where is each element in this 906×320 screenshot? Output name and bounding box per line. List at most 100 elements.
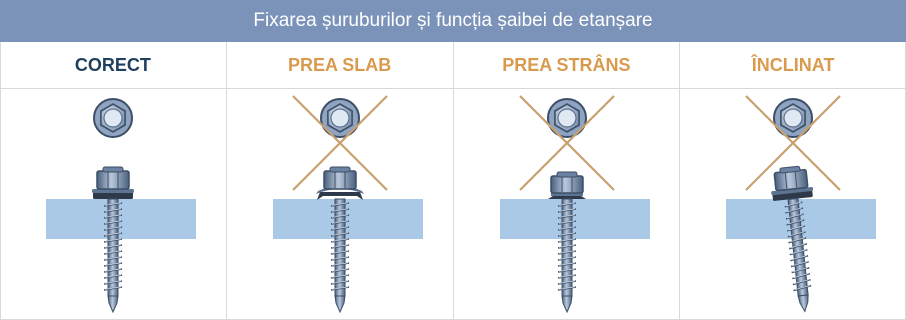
- head-center: [103, 108, 123, 128]
- thread-highlight: [790, 243, 807, 249]
- head-cap: [556, 171, 577, 178]
- thread-highlight: [558, 280, 575, 284]
- head-center: [330, 108, 350, 128]
- thread-highlight: [558, 238, 575, 242]
- drill-tip: [560, 295, 573, 314]
- col-label-tilted: ÎNCLINAT: [751, 54, 835, 75]
- thread-highlight: [331, 250, 348, 254]
- thread-highlight: [104, 244, 122, 248]
- roof-panel: [46, 199, 196, 239]
- roof-panel: [499, 199, 650, 239]
- thread-highlight: [558, 256, 575, 260]
- thread-highlight: [785, 201, 802, 207]
- thread-highlight: [792, 267, 809, 273]
- thread-highlight: [104, 220, 122, 224]
- screw-side-view: [547, 171, 586, 314]
- col-label-too-loose: PREA SLAB: [227, 42, 454, 88]
- illustration-too-tight: [454, 88, 681, 320]
- header-row: CORECT PREA SLAB PREA STRÂNS ÎNCLINAT: [0, 42, 906, 89]
- thread-highlight: [331, 286, 348, 290]
- cross-line: [291, 95, 388, 191]
- seal-washer: [93, 192, 133, 199]
- thread-highlight: [558, 286, 575, 290]
- thread-highlight: [791, 255, 808, 261]
- thread-highlight: [331, 244, 348, 248]
- thread-highlight: [331, 232, 348, 236]
- thread-highlight: [558, 220, 575, 224]
- thread-highlight: [792, 261, 808, 267]
- hex-head-side: [549, 175, 584, 194]
- hex-head-side: [323, 170, 357, 190]
- thread-highlight: [787, 213, 803, 219]
- screw-illustration-too-tight: [499, 95, 650, 314]
- thread-highlight: [104, 214, 122, 218]
- diagram-title: Fixarea șuruburilor și funcția șaibei de…: [0, 0, 906, 42]
- thread-highlight: [331, 202, 348, 206]
- thread-highlight: [790, 249, 807, 255]
- cross-line: [745, 95, 842, 191]
- thread-highlight: [558, 262, 575, 266]
- screw-side-view: [771, 165, 814, 313]
- screw-side-view: [315, 166, 364, 314]
- seal-washer: [316, 192, 363, 200]
- thread-highlight: [331, 262, 348, 266]
- thread-highlight: [558, 214, 575, 218]
- hex-head-side: [773, 168, 809, 192]
- thread-highlight: [331, 214, 348, 218]
- thread-highlight: [104, 280, 122, 284]
- col-label-too-tight: PREA STRÂNS: [454, 42, 681, 88]
- hex-edge: [784, 172, 788, 189]
- cross-line: [518, 95, 615, 191]
- thread-highlight: [104, 256, 122, 260]
- metal-washer: [771, 187, 814, 196]
- head-cap: [779, 165, 801, 174]
- drill-tip: [107, 295, 119, 314]
- head-cap: [102, 166, 124, 173]
- thread-highlight: [104, 274, 122, 278]
- thread-highlight: [788, 225, 805, 231]
- thread-highlight: [104, 232, 122, 236]
- illustration-too-loose: [227, 88, 454, 320]
- thread-highlight: [331, 238, 348, 242]
- thread-highlight: [794, 285, 811, 291]
- hex-edge: [794, 171, 798, 188]
- thread-highlight: [331, 274, 348, 278]
- thread-highlight: [558, 226, 575, 230]
- roof-panel: [272, 199, 423, 239]
- thread-highlight: [794, 279, 810, 285]
- thread-highlight: [331, 220, 348, 224]
- thread-highlight: [788, 231, 805, 237]
- thread-highlight: [331, 226, 348, 230]
- drill-tip: [797, 294, 809, 313]
- illustration-tilted: [680, 88, 906, 320]
- thread-highlight: [104, 226, 122, 230]
- thread-highlight: [104, 208, 122, 212]
- drill-tip: [334, 295, 346, 314]
- thread-highlight: [104, 250, 122, 254]
- thread-highlight: [558, 274, 575, 278]
- illustration-correct: [0, 88, 227, 320]
- thread-highlight: [558, 250, 575, 254]
- thread-highlight: [558, 244, 575, 248]
- metal-washer: [550, 193, 583, 196]
- head-center: [556, 108, 577, 128]
- hex-head-side: [96, 170, 130, 190]
- col-label-correct: CORECT: [0, 42, 227, 88]
- illustration-grid: [0, 88, 906, 320]
- screw-illustration-too-loose: [272, 95, 423, 314]
- thread-highlight: [793, 273, 810, 279]
- thread-highlight: [786, 207, 803, 213]
- thread-highlight: [331, 280, 348, 284]
- screw-side-view: [92, 166, 134, 314]
- thread-highlight: [331, 268, 348, 272]
- seal-washer: [772, 190, 813, 201]
- thread-highlight: [558, 202, 575, 206]
- seal-washer: [547, 196, 586, 199]
- screw-illustration-tilted: [726, 95, 877, 313]
- thread-highlight: [104, 238, 122, 242]
- thread-highlight: [331, 256, 348, 260]
- screw-illustration-correct: [46, 98, 196, 314]
- thread-highlight: [104, 268, 122, 272]
- thread-highlight: [331, 208, 348, 212]
- thread-highlight: [558, 232, 575, 236]
